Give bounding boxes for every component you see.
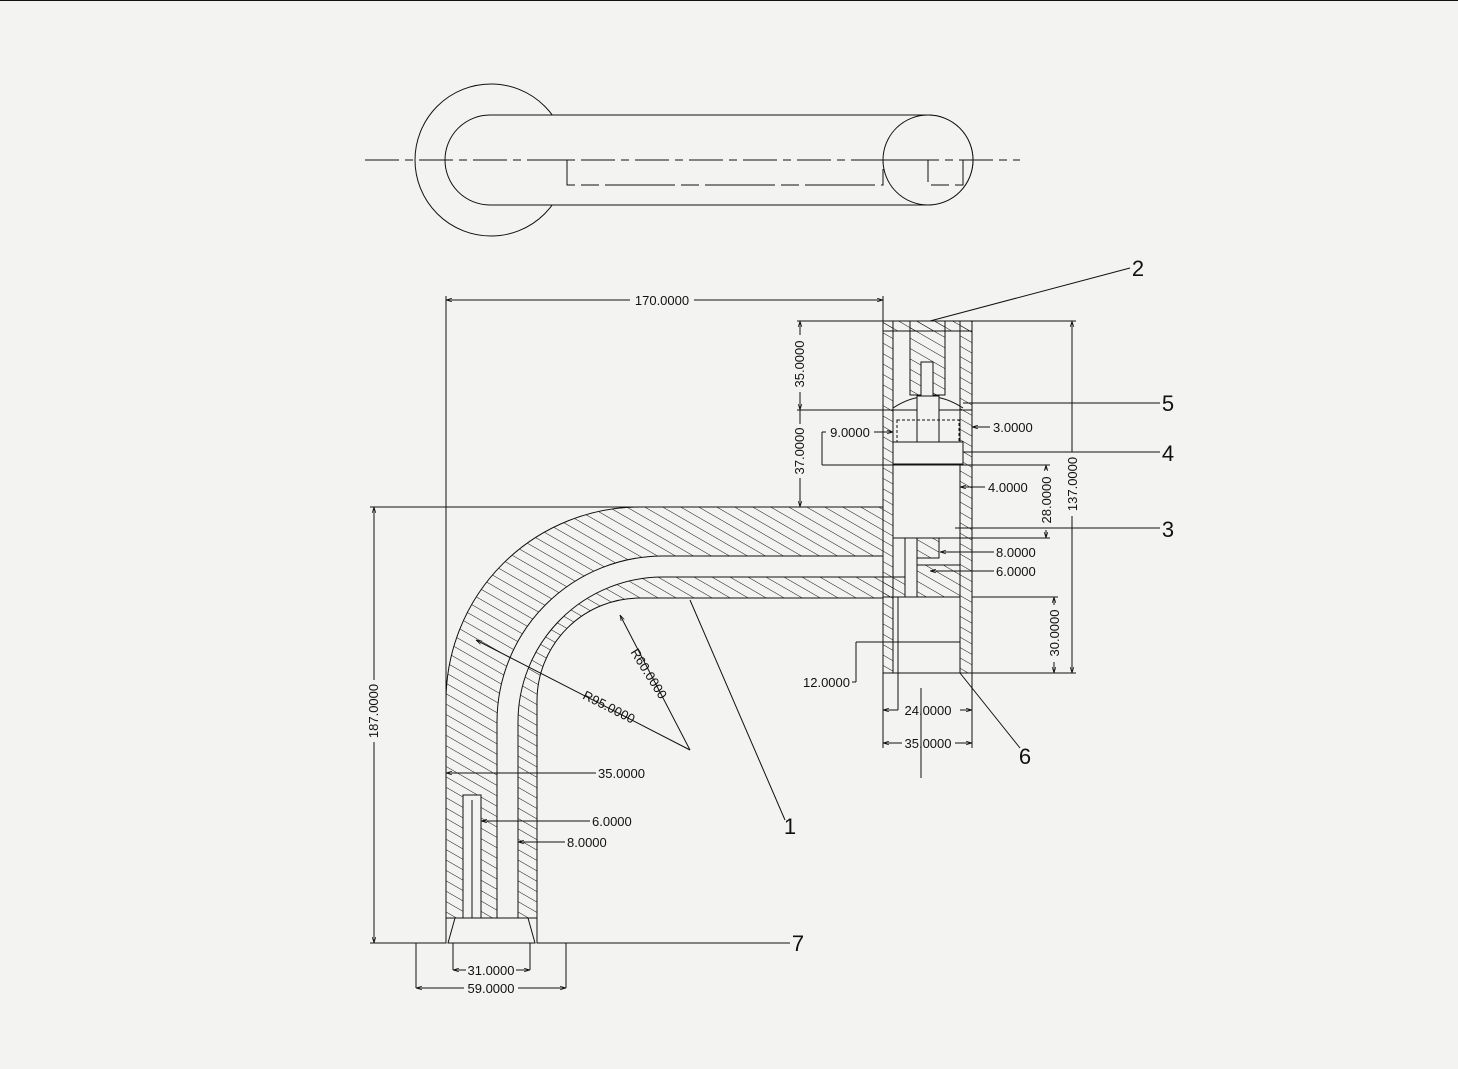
callout-6: 6 <box>1019 744 1031 769</box>
dim-upper-body: 37.0000 <box>792 428 807 475</box>
callout-4: 4 <box>1162 441 1174 466</box>
dim-chamber-height: 28.0000 <box>1039 477 1054 524</box>
spout-bore <box>496 555 884 919</box>
top-view <box>365 83 1020 237</box>
callout-3: 3 <box>1162 517 1174 542</box>
dim-pipe-bore: 6.0000 <box>592 814 632 829</box>
dim-outlet-height: 30.0000 <box>1047 610 1062 657</box>
dim-base-inner: 31.0000 <box>468 963 515 978</box>
base-plug <box>447 917 536 944</box>
seat <box>892 441 964 465</box>
dim-outlet-outer: 35.0000 <box>905 736 952 751</box>
section-view <box>415 320 973 988</box>
dim-outlet-inner: 24.0000 <box>905 703 952 718</box>
head-wall-left <box>882 320 894 674</box>
callout-1: 1 <box>784 814 796 839</box>
spindle <box>916 395 940 443</box>
base-flange <box>416 917 566 944</box>
dim-base-outer: 59.0000 <box>468 981 515 996</box>
dim-outer-radius: R95.0000 <box>581 688 638 727</box>
dim-stem-wall: 8.0000 <box>996 545 1036 560</box>
head-wall-right <box>959 320 973 674</box>
dim-overall-width: 170.0000 <box>635 293 689 308</box>
chamber <box>892 464 961 539</box>
callout-7: 7 <box>792 931 804 956</box>
dim-overall-height: 187.0000 <box>366 684 381 738</box>
callout-leaders <box>566 267 1160 944</box>
dim-seat-gap: 3.0000 <box>993 420 1033 435</box>
callout-5: 5 <box>1162 391 1174 416</box>
dim-chamber-wall: 4.0000 <box>988 480 1028 495</box>
dim-thread-depth: 12.0000 <box>803 675 850 690</box>
dim-cartridge-height: 137.0000 <box>1065 457 1080 511</box>
dim-pipe-wall: 8.0000 <box>567 835 607 850</box>
dim-cap-offset: 9.0000 <box>830 425 870 440</box>
cap <box>909 320 946 396</box>
dim-head-height: 35.0000 <box>792 341 807 388</box>
dim-inner-radius: R60.0000 <box>628 646 671 702</box>
dimension-lines <box>370 296 1076 988</box>
hidden-bore <box>530 159 964 186</box>
callout-2: 2 <box>1132 256 1144 281</box>
dim-spout-width: 35.0000 <box>598 766 645 781</box>
dim-stem-bore: 6.0000 <box>996 564 1036 579</box>
